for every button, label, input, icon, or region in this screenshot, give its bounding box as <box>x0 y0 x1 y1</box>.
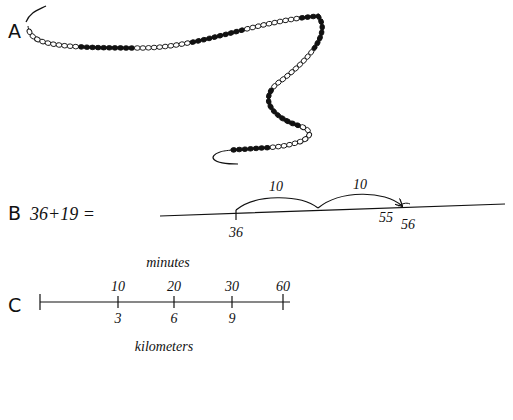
tick <box>282 294 283 310</box>
white-bead <box>151 45 157 50</box>
number-label: 55 <box>379 211 393 225</box>
white-bead <box>162 44 168 49</box>
white-bead <box>288 17 294 22</box>
white-bead <box>140 46 146 51</box>
axis-title: kilometers <box>135 340 193 354</box>
bead-group <box>26 13 324 152</box>
black-bead <box>90 45 96 50</box>
part-letter: A <box>8 22 21 41</box>
black-bead <box>118 46 124 51</box>
jump-arc <box>318 194 402 208</box>
black-bead <box>231 147 237 152</box>
tick-label: 3 <box>115 312 122 326</box>
white-bead <box>179 41 186 47</box>
white-bead <box>146 45 152 50</box>
black-bead <box>320 24 325 30</box>
equation: 36+19 = <box>30 205 95 223</box>
string-end <box>26 6 46 22</box>
black-bead <box>106 45 112 50</box>
white-bead <box>73 44 79 49</box>
black-bead <box>78 44 84 49</box>
tick-label: 60 <box>276 280 290 294</box>
black-bead <box>264 145 270 150</box>
white-bead <box>277 19 284 25</box>
white-bead <box>168 43 174 48</box>
string-end <box>213 152 238 164</box>
black-bead <box>305 14 311 19</box>
tick <box>39 294 40 310</box>
part-letter: C <box>8 296 21 315</box>
jump-back <box>398 203 410 206</box>
black-bead <box>101 45 107 50</box>
white-bead <box>275 144 281 149</box>
axis-title: minutes <box>146 256 190 270</box>
number-label: 56 <box>401 218 415 232</box>
tick-label: 20 <box>167 280 181 294</box>
tick-label: 6 <box>171 312 178 326</box>
tick-label: 9 <box>229 312 236 326</box>
black-bead <box>247 146 253 151</box>
white-bead <box>134 46 140 51</box>
number-line <box>160 204 505 216</box>
jump-size: 10 <box>269 180 283 194</box>
black-bead <box>242 147 248 152</box>
double-number-line <box>40 301 290 302</box>
black-bead <box>129 46 135 51</box>
number-label: 36 <box>229 226 243 240</box>
tick-label: 10 <box>111 280 125 294</box>
white-bead <box>56 42 62 47</box>
black-bead <box>123 46 129 51</box>
black-bead <box>236 147 242 152</box>
white-bead <box>184 40 191 46</box>
white-bead <box>173 42 179 47</box>
white-bead <box>61 43 67 48</box>
black-bead <box>84 45 90 50</box>
tick-label: 30 <box>225 280 239 294</box>
jump-arc <box>236 198 318 210</box>
tick <box>173 296 174 308</box>
black-bead <box>259 145 265 150</box>
tick <box>117 296 118 308</box>
bead-string <box>28 16 322 152</box>
tick <box>231 296 232 308</box>
part-letter: B <box>8 204 21 223</box>
white-bead <box>67 44 73 49</box>
tick <box>235 210 236 220</box>
black-bead <box>95 45 101 50</box>
jump-size: 10 <box>353 178 367 192</box>
black-bead <box>299 15 305 20</box>
white-bead <box>157 45 163 50</box>
black-bead <box>253 146 259 151</box>
white-bead <box>270 145 276 150</box>
black-bead <box>112 46 118 51</box>
